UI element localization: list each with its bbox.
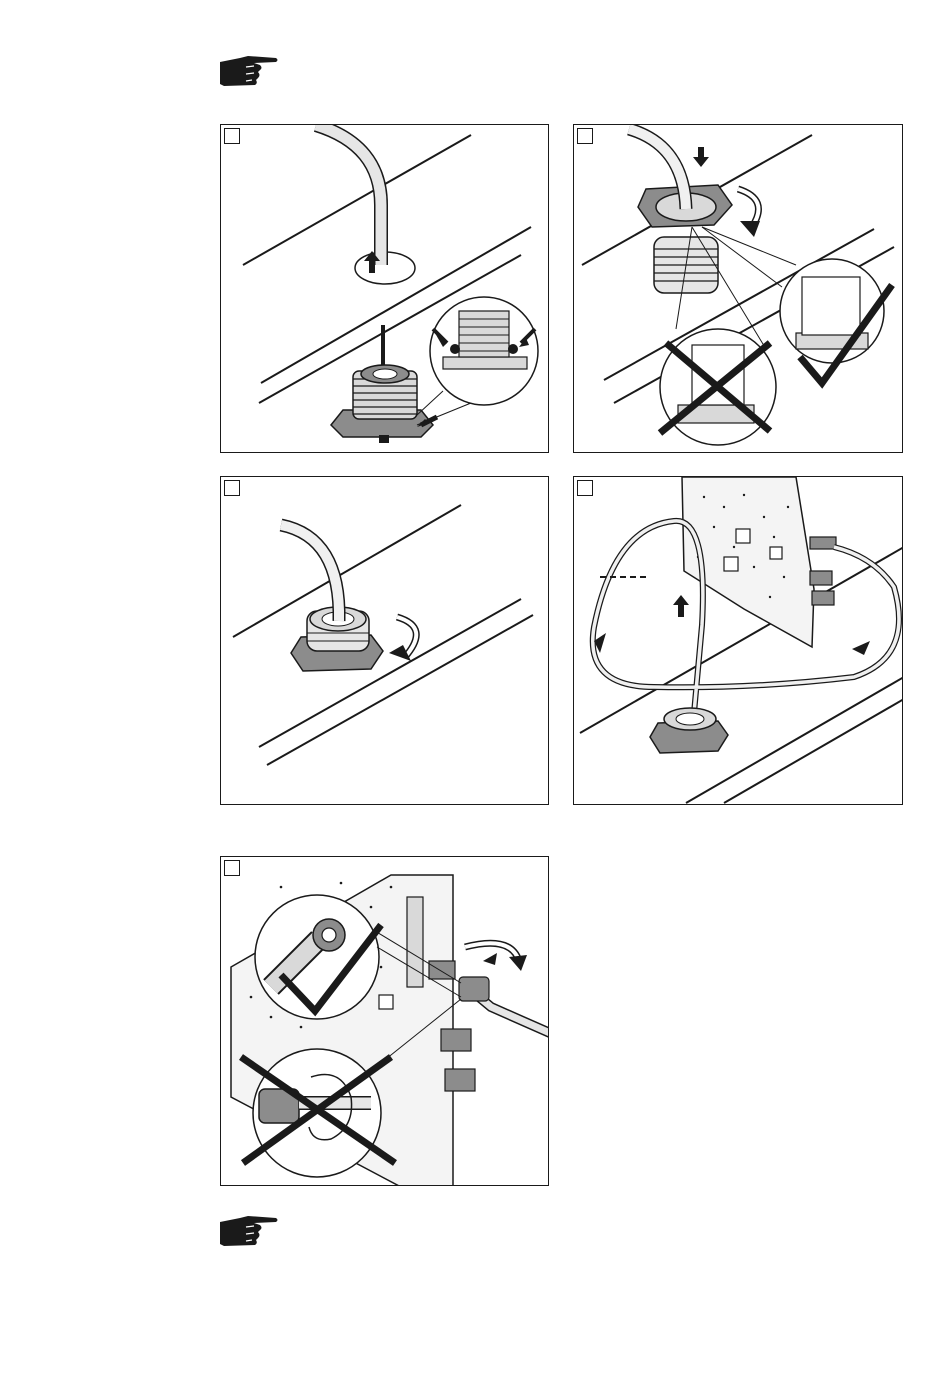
step-number-box [577, 480, 593, 496]
nut-orientation-illustration [574, 125, 903, 453]
step-number-box [224, 860, 240, 876]
cable-through-hole-illustration [221, 125, 549, 453]
step-number-box [577, 128, 593, 144]
tighten-nut-illustration [221, 477, 549, 805]
step-panel-2 [573, 124, 903, 453]
connector-tighten-illustration [221, 857, 549, 1186]
note-hand-icon-top [218, 54, 280, 93]
step-number-box [224, 128, 240, 144]
step-panel-5 [220, 856, 549, 1186]
step-panel-1 [220, 124, 549, 453]
cable-routing-illustration [574, 477, 903, 805]
note-hand-icon-bottom [218, 1214, 280, 1253]
step-panel-3 [220, 476, 549, 805]
step-panel-4 [573, 476, 903, 805]
step-number-box [224, 480, 240, 496]
